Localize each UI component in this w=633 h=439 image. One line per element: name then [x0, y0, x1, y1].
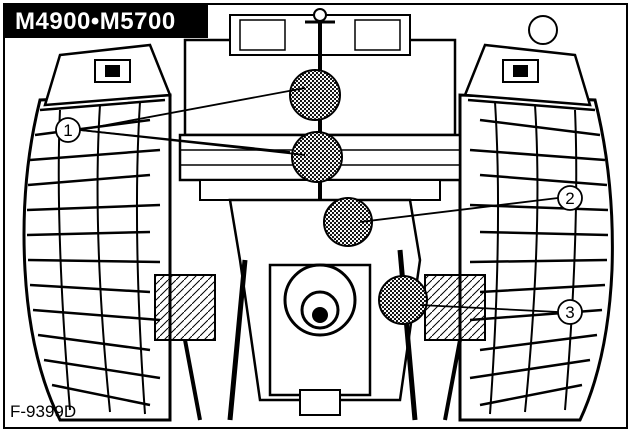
grease-point-lift-rod [378, 275, 428, 325]
svg-text:1: 1 [63, 121, 72, 140]
leader-lines [79, 87, 559, 313]
grease-point-upper [289, 69, 341, 121]
model-title-banner: M4900•M5700 [5, 5, 208, 38]
figure-id-label: F-9399D [10, 402, 77, 421]
callout-2: 2 [557, 185, 583, 211]
grease-point-middle [291, 131, 343, 183]
figure-frame [3, 3, 628, 429]
left-fender-lamp [43, 43, 172, 107]
grease-point-lift-arm [323, 197, 373, 247]
right-fender-lamp [463, 15, 592, 107]
callout-3: 3 [557, 299, 583, 325]
svg-text:3: 3 [565, 303, 574, 322]
right-rear-tire [458, 93, 614, 422]
left-rear-tire [22, 93, 172, 422]
rear-axle-housing [228, 198, 422, 416]
svg-text:2: 2 [565, 189, 574, 208]
left-axle-cover [154, 274, 216, 341]
callout-1: 1 [55, 117, 81, 143]
model-title: M4900•M5700 [15, 7, 176, 35]
